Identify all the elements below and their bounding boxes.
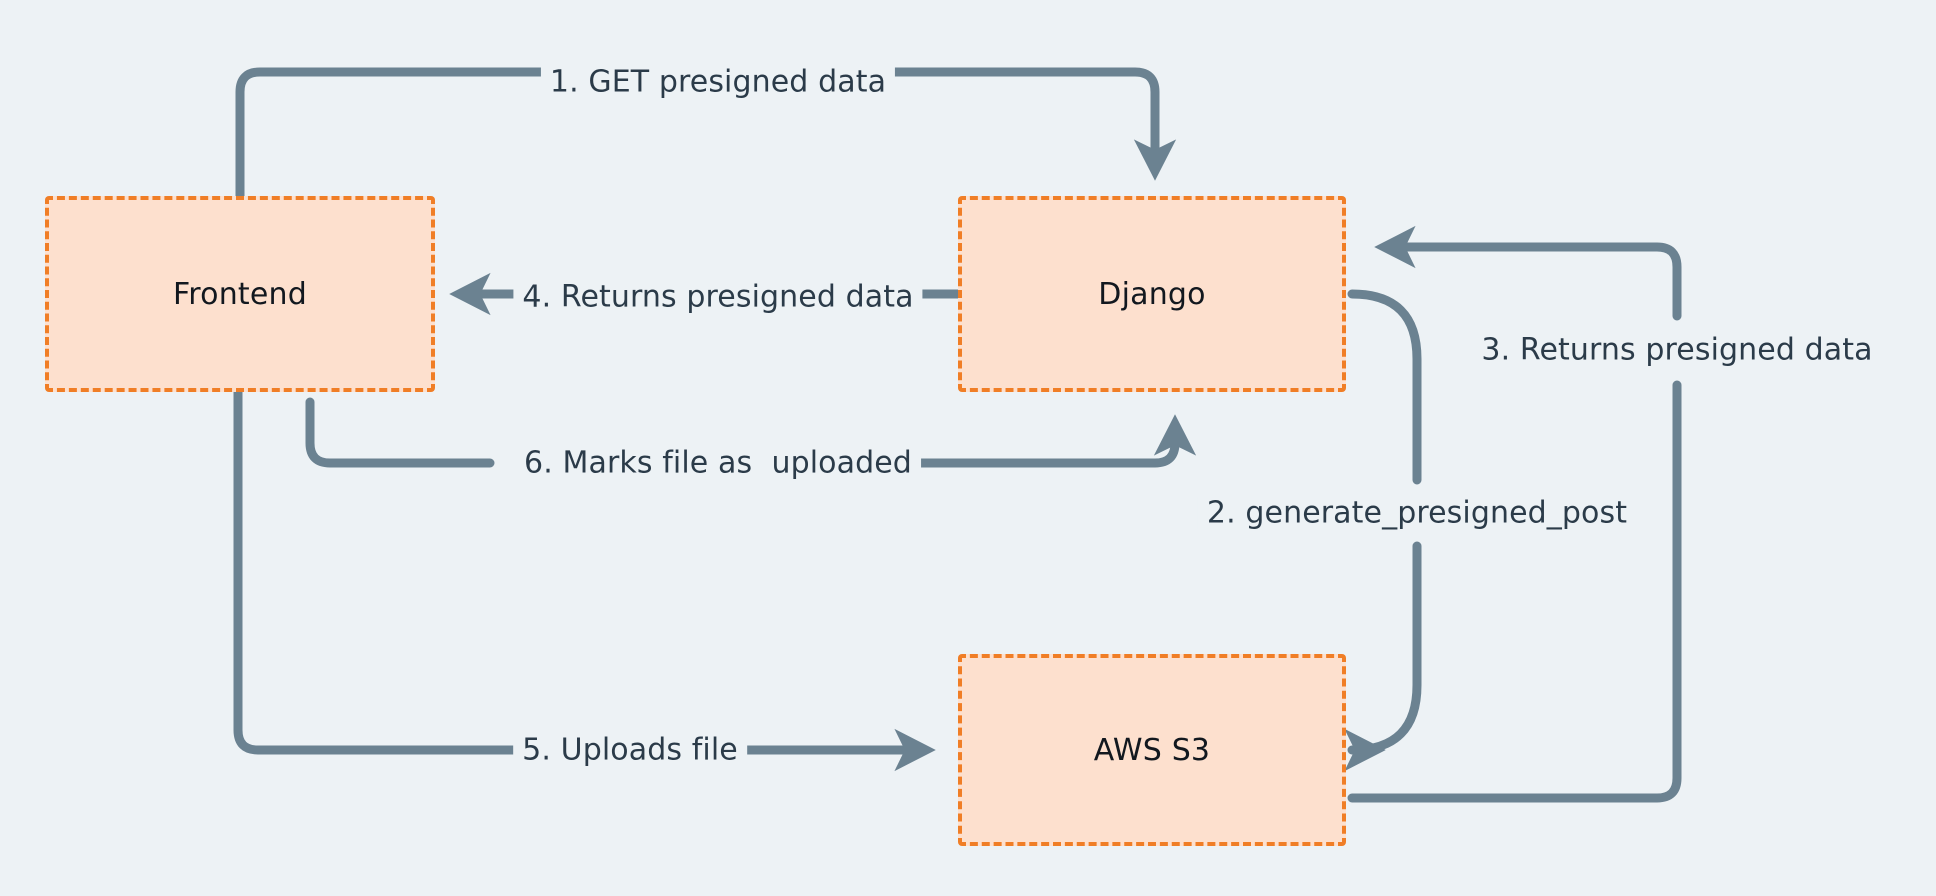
node-django[interactable]: Django	[958, 196, 1346, 392]
edge-label-5: 5. Uploads file	[513, 733, 747, 767]
edge-label-6: 6. Marks file as uploaded	[515, 446, 921, 480]
connector-1-get-presigned-data	[235, 67, 601, 201]
node-aws-s3-label: AWS S3	[1093, 732, 1211, 768]
node-frontend-label: Frontend	[173, 276, 307, 312]
connector-3-returns-presigned-data-b	[1374, 225, 1682, 321]
connector-3-returns-presigned-data	[1347, 380, 1682, 803]
connector-5-uploads-file	[233, 387, 522, 755]
connector-2-generate-presigned-post-b	[1344, 541, 1422, 772]
edge-label-2: 2. generate_presigned_post	[1197, 496, 1637, 530]
connector-6-marks-file-as-uploaded-b	[905, 414, 1197, 468]
connector-1-get-presigned-data-b	[835, 67, 1177, 181]
node-frontend[interactable]: Frontend	[45, 196, 435, 392]
node-aws-s3[interactable]: AWS S3	[958, 654, 1346, 846]
node-django-label: Django	[1098, 276, 1206, 312]
edge-label-4: 4. Returns presigned data	[513, 280, 923, 314]
connector-6-marks-file-as-uploaded	[305, 397, 495, 468]
edge-label-1: 1. GET presigned data	[540, 65, 896, 99]
edge-label-3: 3. Returns presigned data	[1472, 333, 1882, 367]
connector-2-generate-presigned-post	[1347, 289, 1422, 485]
